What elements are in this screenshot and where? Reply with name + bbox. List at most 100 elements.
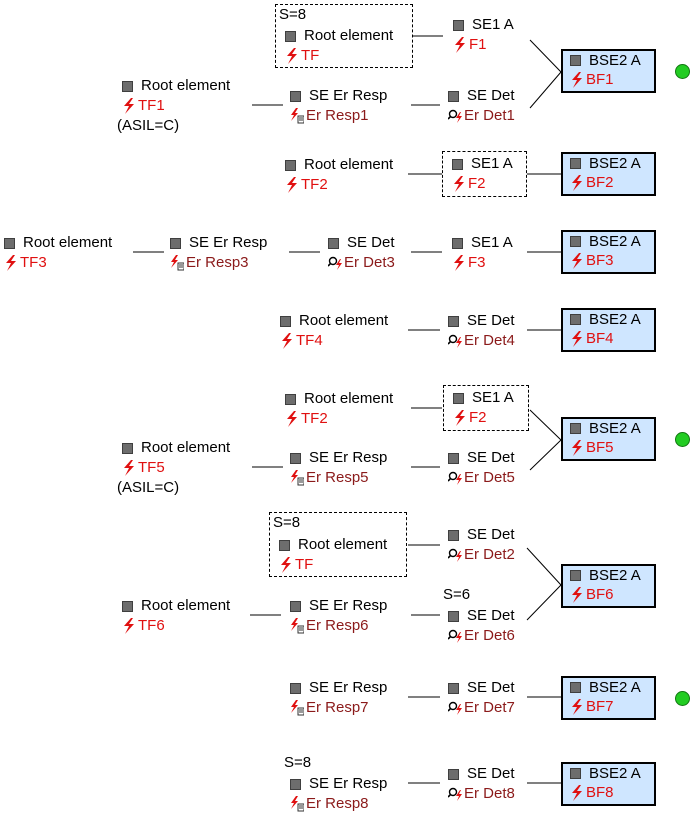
node-root-tf4[interactable]: Root element TF4 — [280, 311, 388, 351]
lightning-fault-icon — [285, 48, 299, 64]
lightning-fault-icon — [285, 177, 299, 193]
bse-box-bf6[interactable]: BSE2 A BF6 — [561, 564, 656, 608]
lightning-fault-icon — [122, 618, 136, 634]
node-er-resp7[interactable]: SE Er Resp Er Resp7 — [290, 678, 387, 718]
bse-box-bf3[interactable]: BSE2 A BF3 — [561, 230, 656, 274]
node-id: Er Det8 — [464, 785, 515, 802]
node-square-icon — [290, 682, 301, 694]
bse-box-bf7[interactable]: BSE2 A BF7 — [561, 676, 656, 720]
node-square-icon — [570, 55, 581, 66]
lightning-fault-icon — [453, 37, 467, 53]
node-title: SE Det — [467, 87, 515, 104]
node-er-resp1[interactable]: SE Er Resp Er Resp1 — [290, 86, 387, 126]
node-square-icon — [328, 237, 339, 249]
node-er-det8[interactable]: SE Det Er Det8 — [448, 764, 515, 804]
node-id: Er Det7 — [464, 699, 515, 716]
node-root-tf2[interactable]: Root element TF2 — [285, 155, 393, 195]
lightning-fault-icon — [453, 410, 467, 426]
node-root-tf5[interactable]: Root element TF5 (ASIL=C) — [117, 438, 230, 498]
node-er-resp3[interactable]: SE Er Resp Er Resp3 — [170, 233, 267, 273]
node-title: SE Er Resp — [309, 679, 388, 696]
node-title: BSE2 A — [589, 567, 641, 584]
node-id: Er Det4 — [464, 332, 515, 349]
node-id: BF8 — [586, 784, 614, 801]
response-icon — [290, 618, 304, 634]
node-square-icon — [448, 315, 459, 327]
node-er-det7[interactable]: SE Det Er Det7 — [448, 678, 515, 718]
severity-label: S=8 — [279, 6, 307, 23]
node-id: Er Det6 — [464, 627, 515, 644]
node-id: TF1 — [138, 97, 165, 114]
node-f2[interactable]: SE1 A F2 — [452, 154, 513, 194]
node-f3[interactable]: SE1 A F3 — [452, 233, 513, 273]
node-id: Er Det3 — [344, 254, 395, 271]
node-root-tf1[interactable]: Root element TF1 (ASIL=C) — [117, 76, 230, 136]
magnifier-detection-icon — [448, 700, 462, 716]
node-title: BSE2 A — [589, 679, 641, 696]
node-er-det4[interactable]: SE Det Er Det4 — [448, 311, 515, 351]
lightning-fault-icon — [279, 557, 293, 573]
node-er-det1[interactable]: SE Det Er Det1 — [448, 86, 515, 126]
node-root-tf3[interactable]: Root element TF3 — [4, 233, 112, 273]
magnifier-detection-icon — [448, 547, 462, 563]
node-square-icon — [448, 90, 459, 102]
bse-box-bf1[interactable]: BSE2 A BF1 — [561, 49, 656, 93]
node-title: SE Det — [347, 234, 395, 251]
response-icon — [170, 255, 184, 271]
bse-box-bf2[interactable]: BSE2 A BF2 — [561, 152, 656, 196]
node-er-det5[interactable]: SE Det Er Det5 — [448, 448, 515, 488]
node-square-icon — [452, 158, 463, 170]
node-square-icon — [448, 452, 459, 464]
lightning-fault-icon — [452, 255, 466, 271]
node-er-resp8[interactable]: SE Er Resp Er Resp8 — [290, 774, 387, 814]
node-root-tf[interactable]: Root element TF — [285, 26, 393, 66]
node-title: SE Er Resp — [309, 775, 388, 792]
node-title: Root element — [299, 312, 389, 329]
node-root-tf6[interactable]: Root element TF6 — [122, 596, 230, 636]
node-title: BSE2 A — [589, 765, 641, 782]
node-id: TF — [301, 47, 320, 64]
node-id: BF5 — [586, 439, 614, 456]
node-id: Er Det1 — [464, 107, 515, 124]
bse-box-bf5[interactable]: BSE2 A BF5 — [561, 417, 656, 461]
node-title: Root element — [298, 536, 388, 553]
node-square-icon — [285, 30, 296, 42]
node-square-icon — [570, 682, 581, 693]
lightning-fault-icon — [285, 411, 299, 427]
node-square-icon — [570, 570, 581, 581]
node-f1[interactable]: SE1 A F1 — [453, 15, 514, 55]
node-square-icon — [122, 600, 133, 612]
bse-box-bf4[interactable]: BSE2 A BF4 — [561, 308, 656, 352]
node-square-icon — [448, 768, 459, 780]
status-dot — [675, 64, 690, 79]
node-er-resp6[interactable]: SE Er Resp Er Resp6 — [290, 596, 387, 636]
node-square-icon — [285, 393, 296, 405]
node-id: F3 — [468, 254, 486, 271]
magnifier-detection-icon — [328, 255, 342, 271]
node-id: BF6 — [586, 586, 614, 603]
subtree-f2-box — [442, 151, 527, 197]
node-id: F2 — [468, 175, 486, 192]
node-square-icon — [570, 314, 581, 325]
node-square-icon — [279, 539, 290, 551]
node-title: BSE2 A — [589, 311, 641, 328]
node-root-tf2-shared[interactable]: Root element TF2 — [285, 389, 393, 429]
node-id: F2 — [469, 409, 487, 426]
bse-box-bf8[interactable]: BSE2 A BF8 — [561, 762, 656, 806]
node-er-det2[interactable]: SE Det Er Det2 — [448, 525, 515, 565]
node-id: Er Resp8 — [306, 795, 369, 812]
node-title: SE1 A — [472, 16, 514, 33]
node-square-icon — [285, 159, 296, 171]
node-er-resp5[interactable]: SE Er Resp Er Resp5 — [290, 448, 387, 488]
node-title: SE Det — [467, 312, 515, 329]
node-id: BF2 — [586, 174, 614, 191]
node-id: Er Resp3 — [186, 254, 249, 271]
node-er-det3[interactable]: SE Det Er Det3 — [328, 233, 395, 273]
node-square-icon — [570, 768, 581, 779]
node-er-det6[interactable]: SE Det Er Det6 — [448, 606, 515, 646]
magnifier-detection-icon — [448, 786, 462, 802]
node-square-icon — [452, 237, 463, 249]
node-square-icon — [570, 236, 581, 247]
node-f2-shared[interactable]: SE1 A F2 — [453, 388, 514, 428]
node-root-tf[interactable]: Root element TF — [279, 535, 387, 575]
